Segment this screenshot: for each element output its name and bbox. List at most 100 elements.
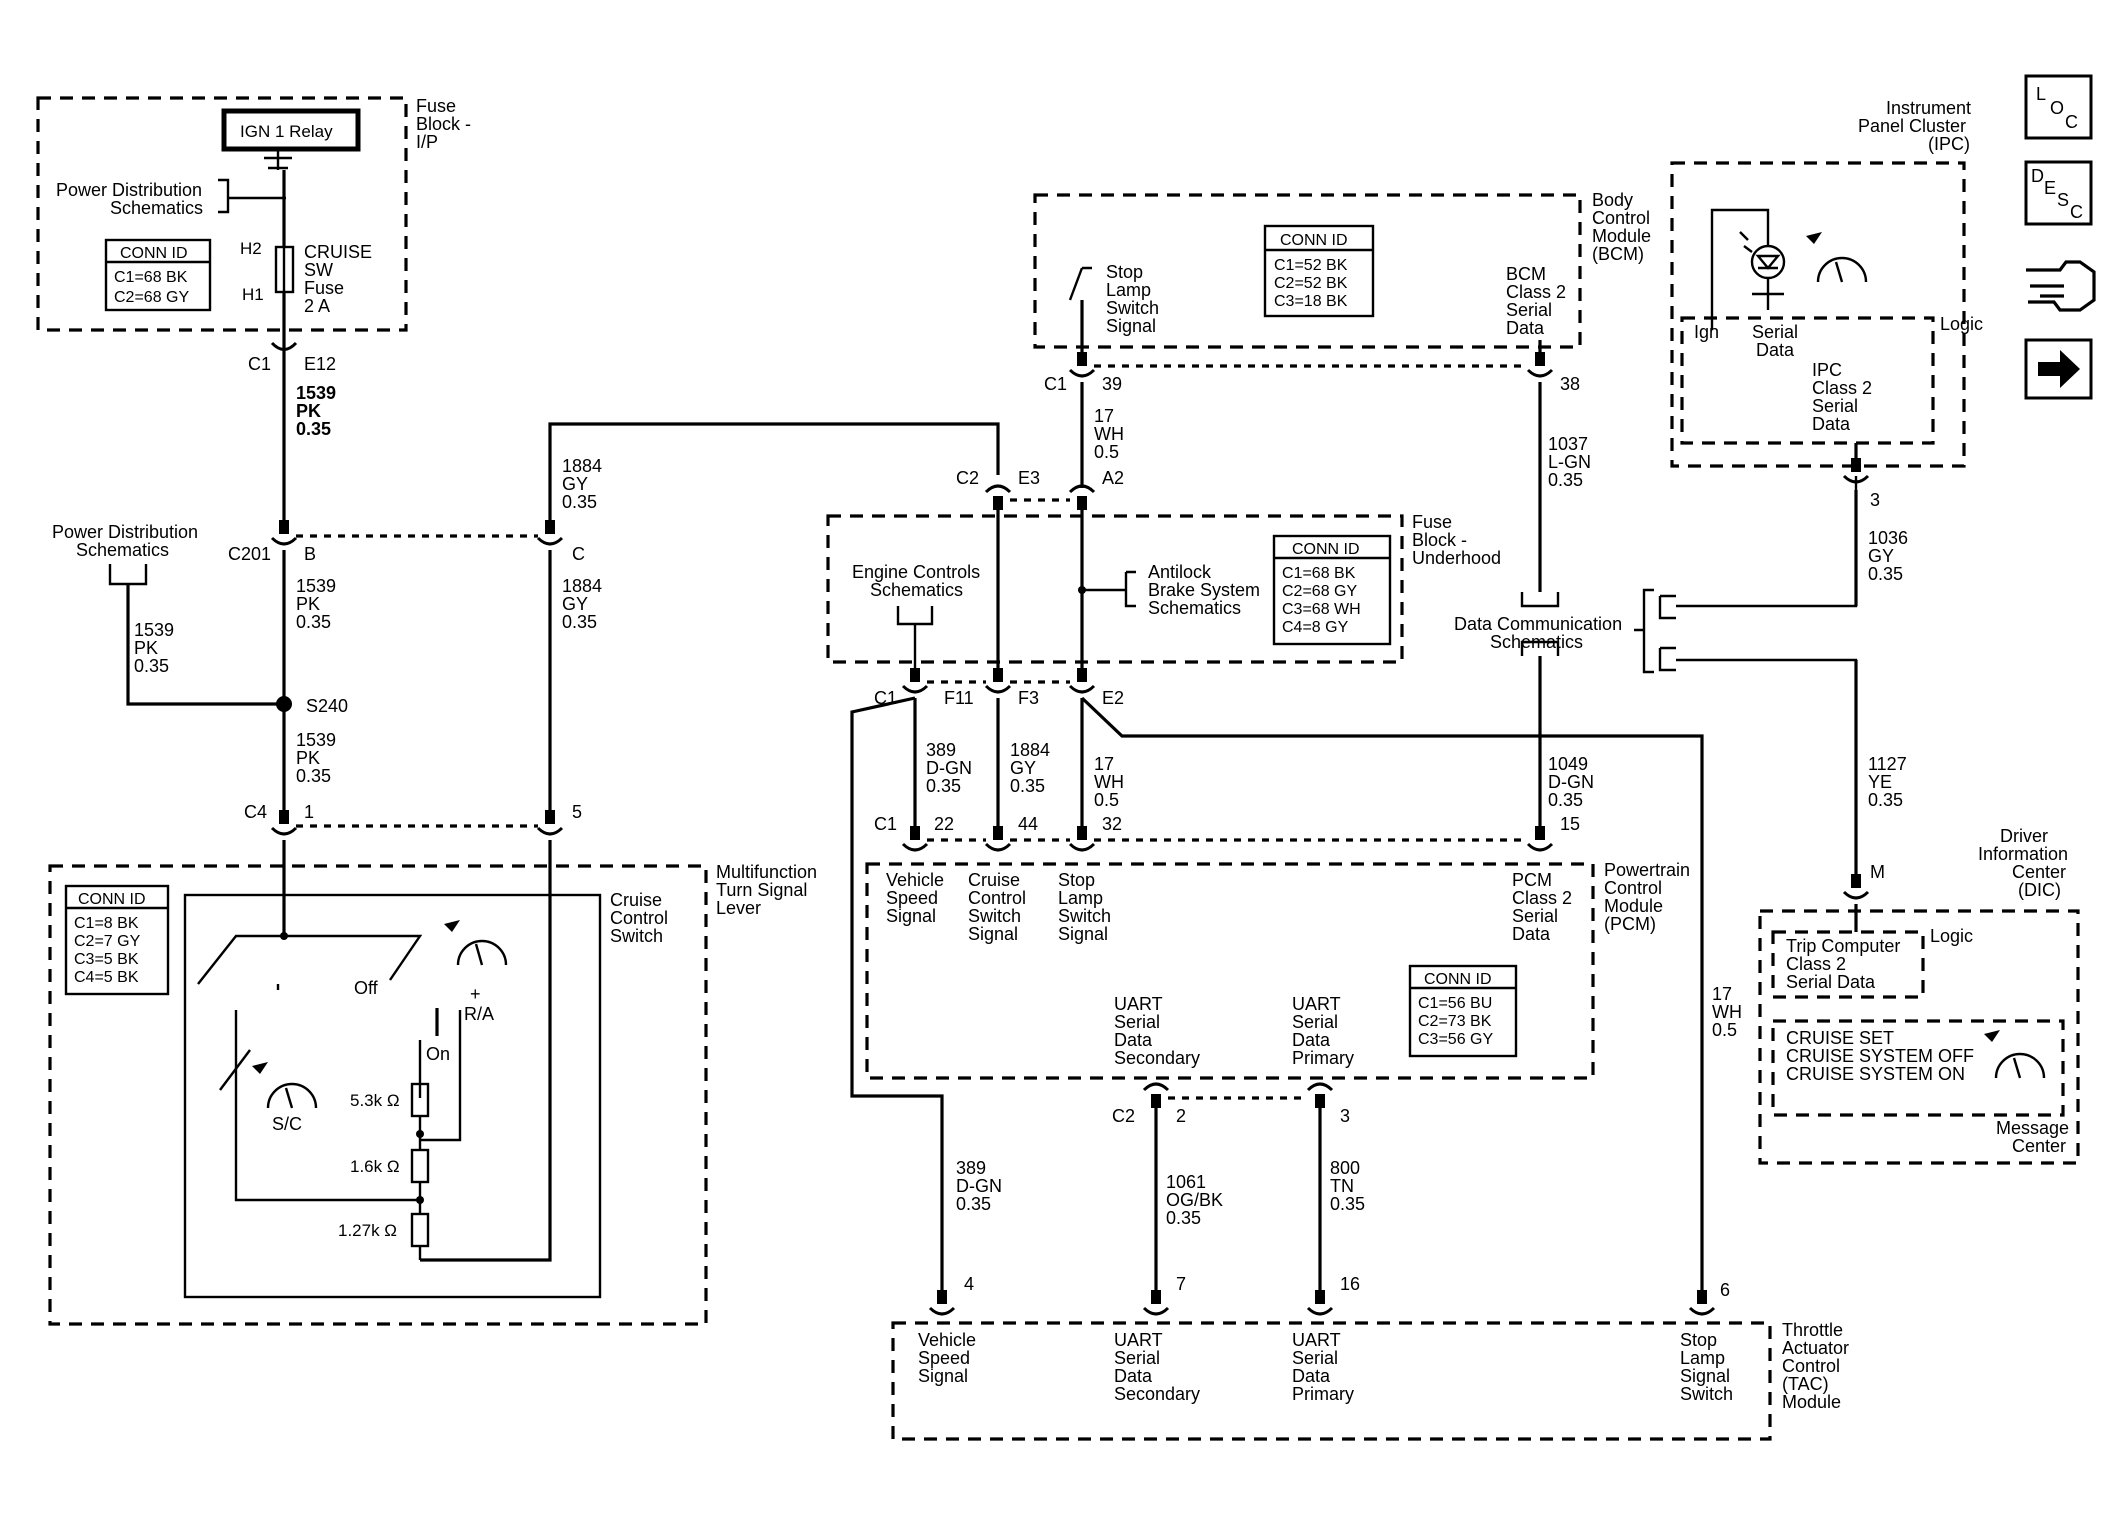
desc-button[interactable]: D E S C (2024, 160, 2093, 226)
svg-text:UART: UART (1114, 1330, 1163, 1350)
conn-label: C1 (874, 814, 897, 834)
svg-text:Speed: Speed (918, 1348, 970, 1368)
ipc-logic-label: Logic (1940, 314, 1983, 334)
wire-label: 389 D-GN 0.35 (956, 1158, 1002, 1214)
next-arrow-button[interactable] (2024, 338, 2093, 400)
conn-label: 15 (1560, 814, 1580, 834)
tac-uart-pri-label: UART Serial Data Primary (1292, 1330, 1354, 1404)
conn-label: 4 (964, 1274, 974, 1294)
svg-text:Block -: Block - (1412, 530, 1467, 550)
engine-controls-bracket (896, 606, 934, 672)
svg-text:0.35: 0.35 (296, 766, 331, 786)
svg-text:1061: 1061 (1166, 1172, 1206, 1192)
connector-ipc (1842, 458, 1870, 484)
desc-letter-c: C (2070, 202, 2083, 222)
svg-text:Data: Data (1512, 924, 1551, 944)
svg-text:0.35: 0.35 (562, 612, 597, 632)
svg-text:Primary: Primary (1292, 1384, 1354, 1404)
wire-17-wh-tac (1080, 696, 1704, 1296)
svg-text:Power Distribution: Power Distribution (52, 522, 198, 542)
conn-id-pcm-box (1408, 964, 1518, 1058)
svg-text:Information: Information (1978, 844, 2068, 864)
switch-off-label: Off (354, 978, 379, 998)
svg-text:1037: 1037 (1548, 434, 1588, 454)
svg-text:Serial: Serial (1752, 322, 1798, 342)
wire-label: 1539 PK 0.35 (296, 383, 336, 439)
loc-letter-o: O (2050, 98, 2064, 118)
ipc-serial-label: Serial Data (1752, 322, 1798, 360)
conn-label: E12 (304, 354, 336, 374)
fuse-block-u-title: Fuse Block - Underhood (1412, 512, 1501, 568)
svg-text:389: 389 (926, 740, 956, 760)
svg-text:Block -: Block - (416, 114, 471, 134)
tac-uart-sec-label: UART Serial Data Secondary (1114, 1330, 1200, 1404)
svg-text:Switch: Switch (1680, 1384, 1733, 1404)
power-dist-bracket (218, 178, 286, 214)
conn-label: 16 (1340, 1274, 1360, 1294)
svg-text:Data: Data (1812, 414, 1851, 434)
svg-text:Serial: Serial (1506, 300, 1552, 320)
svg-text:YE: YE (1868, 772, 1892, 792)
conn-id-mfl-row: C1=8 BK (74, 915, 139, 932)
svg-text:Switch: Switch (968, 906, 1021, 926)
svg-text:Instrument: Instrument (1886, 98, 1971, 118)
splice-s240 (276, 696, 292, 712)
wire-label: 1061 OG/BK 0.35 (1166, 1172, 1223, 1228)
pcm-box (865, 862, 1595, 1080)
svg-text:Signal: Signal (1680, 1366, 1730, 1386)
svg-text:CRUISE SYSTEM OFF: CRUISE SYSTEM OFF (1786, 1046, 1974, 1066)
wire-label: 1539 PK 0.35 (134, 620, 174, 676)
svg-text:PCM: PCM (1512, 870, 1552, 890)
svg-text:Switch: Switch (610, 926, 663, 946)
conn-label: 44 (1018, 814, 1038, 834)
svg-text:Class 2: Class 2 (1506, 282, 1566, 302)
conn-label: 6 (1720, 1280, 1730, 1300)
conn-label: 3 (1340, 1106, 1350, 1126)
svg-text:Data: Data (1756, 340, 1795, 360)
svg-text:Secondary: Secondary (1114, 1048, 1200, 1068)
svg-text:Stop: Stop (1106, 262, 1143, 282)
svg-text:Signal: Signal (1058, 924, 1108, 944)
svg-text:Control: Control (1592, 208, 1650, 228)
conn-label: 5 (572, 802, 582, 822)
svg-text:Class 2: Class 2 (1812, 378, 1872, 398)
conn-id-pcm-header: CONN ID (1424, 971, 1492, 988)
pointing-hand-icon[interactable] (2026, 260, 2096, 312)
conn-label: A2 (1102, 468, 1124, 488)
conn-label: 3 (1870, 490, 1880, 510)
svg-text:CRUISE: CRUISE (304, 242, 372, 262)
svg-text:Class 2: Class 2 (1786, 954, 1846, 974)
wire-label: 17 WH 0.5 (1094, 406, 1124, 462)
svg-text:0.5: 0.5 (1712, 1020, 1737, 1040)
wire-label: 1884 GY 0.35 (562, 576, 602, 632)
ign1-relay-label: IGN 1 Relay (240, 122, 333, 141)
svg-text:Serial Data: Serial Data (1786, 972, 1876, 992)
svg-text:Vehicle: Vehicle (886, 870, 944, 890)
svg-text:Turn Signal: Turn Signal (716, 880, 807, 900)
dic-logic-label: Logic (1930, 926, 1973, 946)
ipc-ign-wire (1710, 208, 1770, 330)
svg-text:Module: Module (1782, 1392, 1841, 1412)
wire-sc (234, 1010, 420, 1202)
wire-label: 800 TN 0.35 (1330, 1158, 1365, 1214)
mfl-title: Multifunction Turn Signal Lever (716, 862, 817, 918)
desc-letter-e: E (2044, 178, 2056, 198)
svg-text:2 A: 2 A (304, 296, 330, 316)
svg-text:PK: PK (134, 638, 158, 658)
loc-button[interactable]: L O C (2024, 74, 2093, 140)
dic-messages: CRUISE SET CRUISE SYSTEM OFF CRUISE SYST… (1786, 1028, 1974, 1084)
svg-text:17: 17 (1094, 406, 1114, 426)
conn-id-mfl-box (64, 884, 170, 996)
conn-id-ip-box (104, 238, 212, 312)
conn-label: C (572, 544, 585, 564)
conn-label: C1 (248, 354, 271, 374)
svg-text:Data: Data (1292, 1030, 1331, 1050)
fuse-block-underhood-box (826, 514, 1404, 664)
svg-text:Power Distribution: Power Distribution (56, 180, 202, 200)
dic-box (1758, 909, 2080, 1165)
conn-id-pcm-row: C2=73 BK (1418, 1013, 1492, 1030)
svg-text:1539: 1539 (296, 730, 336, 750)
svg-text:UART: UART (1292, 1330, 1341, 1350)
